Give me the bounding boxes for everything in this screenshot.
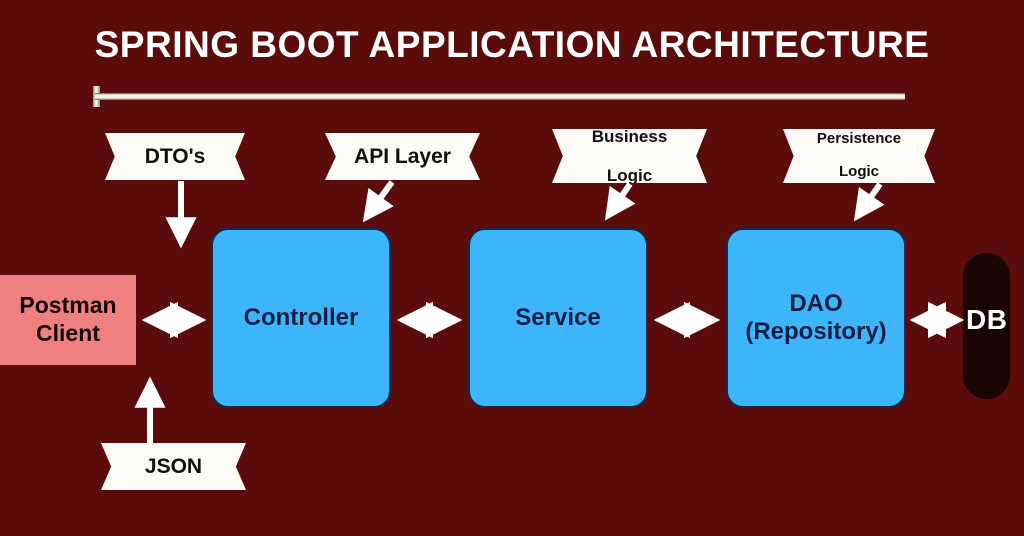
node-dao-line1: DAO (789, 289, 843, 317)
ribbon-json-label: JSON (144, 454, 203, 478)
node-postman-client-line1: Postman (19, 292, 117, 319)
ribbon-dtos-label: DTO's (144, 144, 206, 168)
ribbon-api-layer-label: API Layer (354, 144, 451, 168)
ribbon-persistence-logic-line1: Persistence (816, 129, 902, 147)
node-service-label: Service (515, 303, 601, 331)
ribbon-business-logic-line1: Business (591, 127, 668, 147)
ribbon-business-logic: Business Logic (552, 129, 707, 183)
page-title: SPRING BOOT APPLICATION ARCHITECTURE (94, 24, 930, 65)
connector-persistence-logic-to-dao (853, 182, 885, 222)
ribbon-api-layer: API Layer (325, 133, 480, 180)
node-db[interactable] (963, 253, 1010, 399)
node-dao-line2: (Repository) (745, 318, 887, 345)
ribbon-json: JSON (101, 443, 246, 490)
ribbon-persistence-logic-line2: Logic (839, 163, 879, 181)
node-postman-client[interactable]: Postman Client (0, 275, 136, 365)
node-postman-client-line2: Client (36, 320, 100, 346)
title-divider (95, 93, 905, 100)
ribbon-business-logic-line2: Logic (606, 165, 653, 185)
ribbon-persistence-logic: Persistence Logic (783, 129, 935, 183)
connector-business-logic-to-service (604, 182, 636, 221)
node-dao[interactable]: DAO (Repository) (726, 228, 906, 408)
node-controller-label: Controller (243, 303, 359, 331)
node-controller[interactable]: Controller (211, 228, 391, 408)
node-service[interactable]: Service (468, 228, 648, 408)
node-db-label: DB (966, 304, 1008, 335)
connector-api-layer-to-controller (362, 180, 395, 223)
ribbon-dtos: DTO's (105, 133, 245, 180)
